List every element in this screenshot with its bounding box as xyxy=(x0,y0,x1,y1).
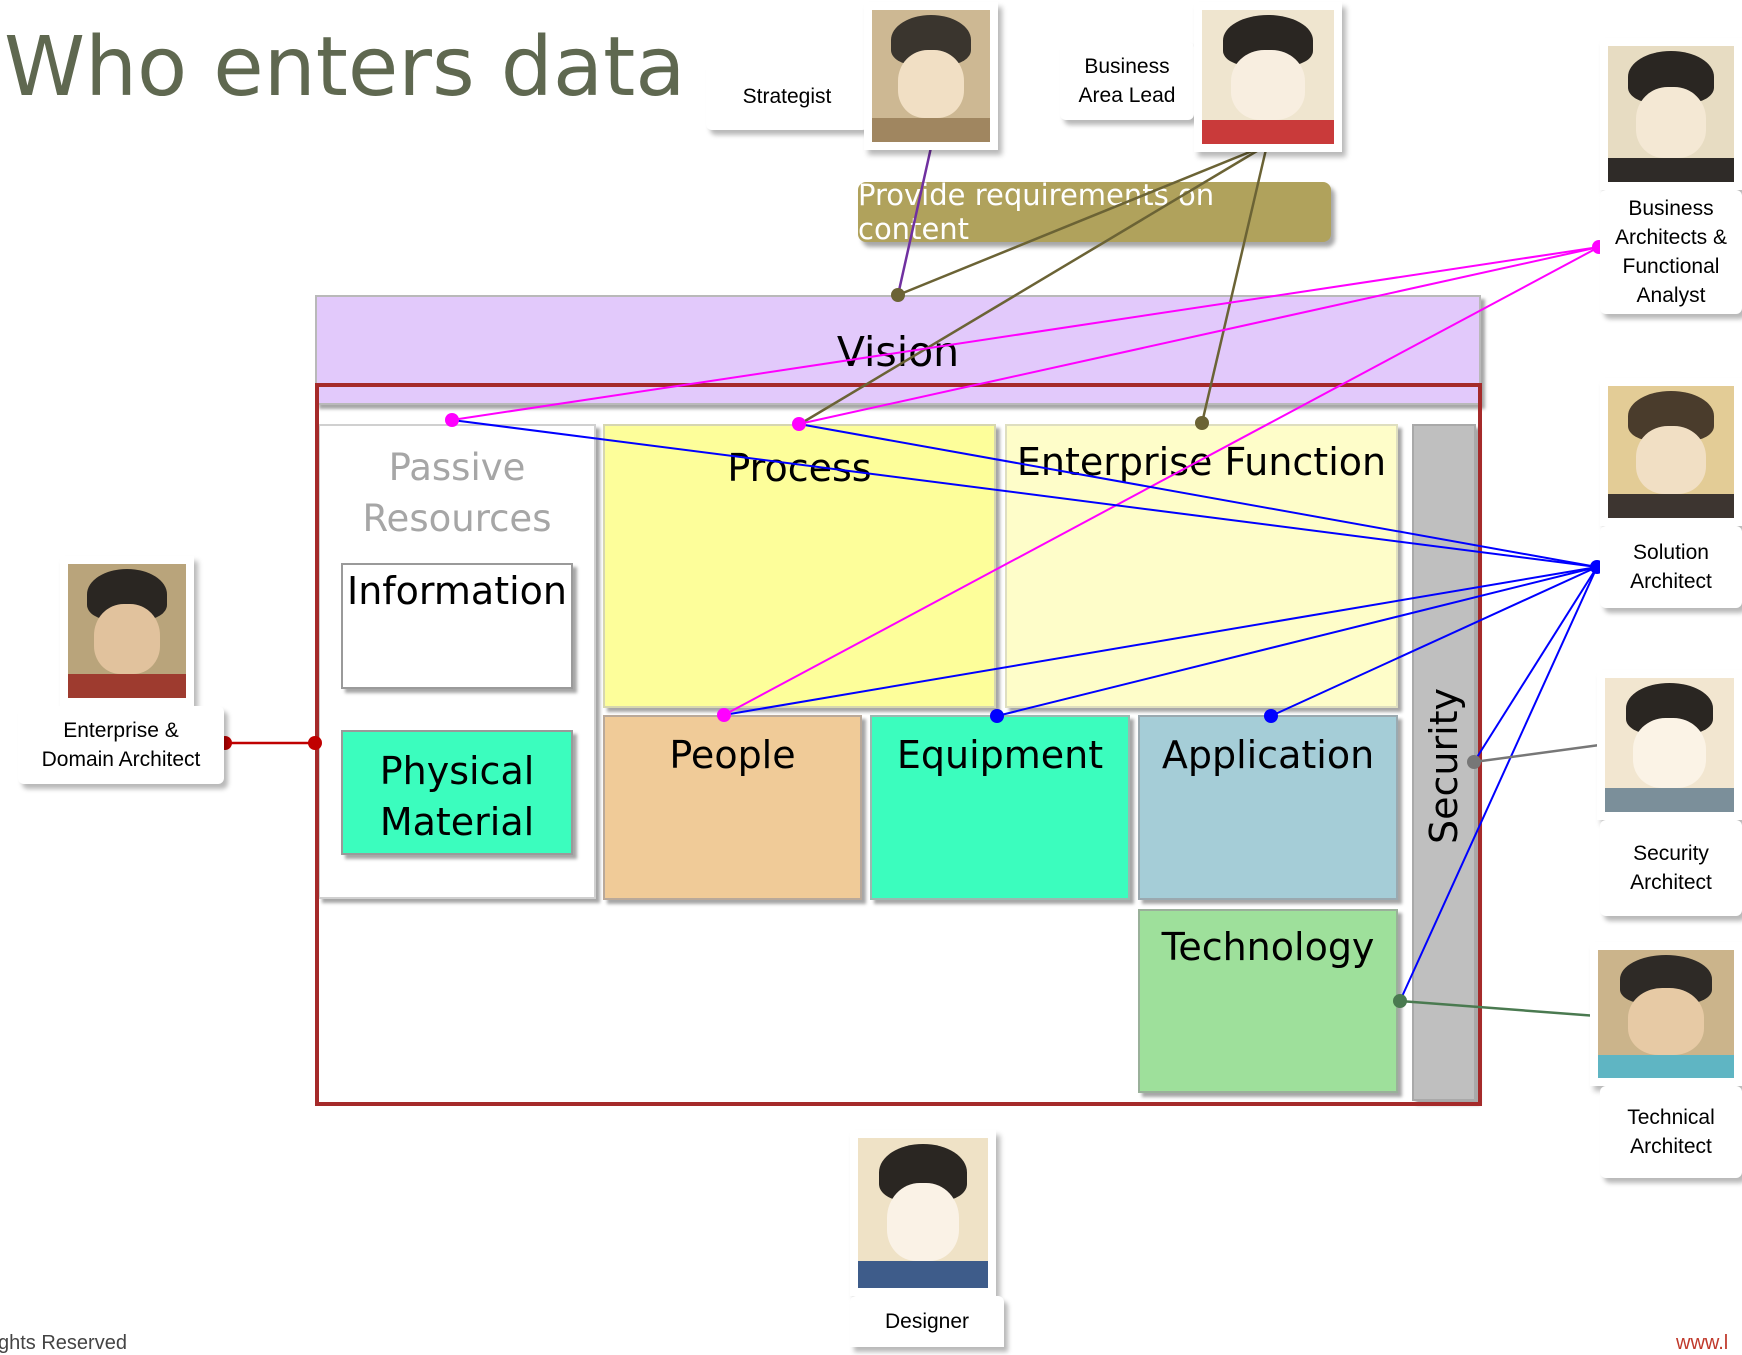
enterprise-architect-portrait xyxy=(60,556,194,706)
business-area-lead-portrait xyxy=(1194,2,1342,152)
information-label: Information xyxy=(347,569,567,613)
application-label: Application xyxy=(1161,733,1375,777)
business-architects-label: Business Architects & Functional Analyst xyxy=(1600,190,1742,314)
equipment-label: Equipment xyxy=(896,733,1104,777)
technology-block[interactable]: Technology xyxy=(1138,909,1398,1093)
solution-architect-portrait xyxy=(1600,378,1742,526)
security-block[interactable]: Security xyxy=(1412,424,1476,1101)
people-block[interactable]: People xyxy=(603,715,862,900)
people-label: People xyxy=(669,733,796,777)
technical-architect-label: Technical Architect xyxy=(1600,1086,1742,1178)
application-block[interactable]: Application xyxy=(1138,715,1398,900)
footer-copyright: ghts Reserved xyxy=(0,1332,127,1354)
business-architects-portrait xyxy=(1600,38,1742,190)
technology-label: Technology xyxy=(1161,925,1375,969)
technical-architect-portrait xyxy=(1590,942,1742,1086)
security-architect-portrait xyxy=(1597,670,1742,820)
business-area-lead-label: Business Area Lead xyxy=(1060,42,1194,120)
process-label: Process xyxy=(727,446,872,490)
physical-material-label: Physical Material xyxy=(379,749,535,844)
security-architect-label: Security Architect xyxy=(1600,820,1742,916)
passive-resources-label: Passive Resources xyxy=(362,446,552,540)
strategist-label: Strategist xyxy=(706,62,868,130)
enterprise-function-block[interactable]: Enterprise Function xyxy=(1005,424,1398,708)
footer-website[interactable]: www.l xyxy=(1676,1332,1729,1354)
designer-portrait xyxy=(850,1130,996,1296)
equipment-block[interactable]: Equipment xyxy=(870,715,1130,900)
solution-architect-label: Solution Architect xyxy=(1600,526,1742,608)
designer-label: Designer xyxy=(850,1296,1004,1347)
enterprise-function-label: Enterprise Function xyxy=(1016,440,1387,484)
enterprise-architect-label: Enterprise & Domain Architect xyxy=(18,706,224,784)
strategist-portrait xyxy=(864,2,998,150)
information-block[interactable]: Information xyxy=(341,563,573,689)
process-block[interactable]: Process xyxy=(603,424,996,708)
physical-material-block[interactable]: Physical Material xyxy=(341,730,573,855)
page-title: Who enters data xyxy=(4,20,686,115)
